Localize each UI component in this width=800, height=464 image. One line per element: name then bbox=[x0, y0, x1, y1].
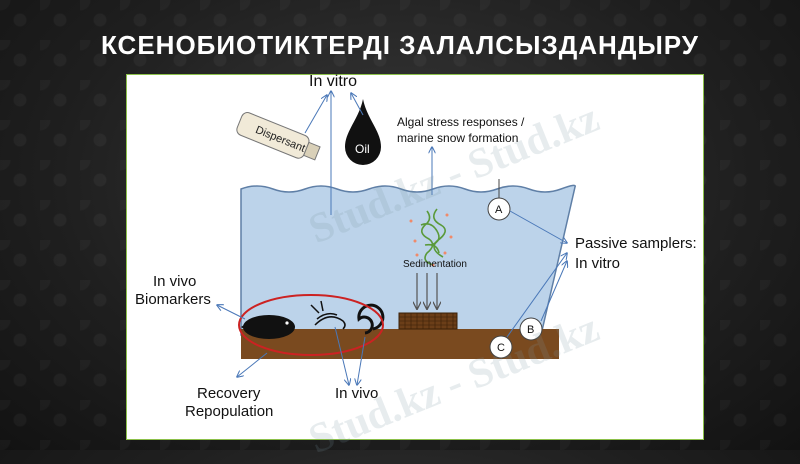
sampler-c-label: C bbox=[497, 342, 505, 354]
flatfish bbox=[241, 315, 295, 339]
oil-label: Oil bbox=[355, 142, 370, 156]
sampler-b bbox=[519, 317, 543, 341]
shrimp bbox=[310, 300, 346, 330]
in-vivo-biomarkers-label-line1: In vivo bbox=[153, 273, 197, 290]
in-vivo-biomarkers-label-line2: Biomarkers bbox=[135, 291, 211, 308]
marine-snow-particles bbox=[409, 213, 453, 267]
recovery-label-line2: Repopulation bbox=[185, 403, 274, 420]
in-vivo-bottom-label: In vivo bbox=[335, 385, 379, 402]
passive-samplers-label-line1: Passive samplers: bbox=[575, 235, 697, 252]
sampler-a-label: A bbox=[495, 204, 503, 216]
sampler-b-label: B bbox=[527, 324, 534, 336]
oil-drop bbox=[345, 99, 381, 165]
sedimentation-label: Sedimentation bbox=[403, 259, 467, 270]
sampler-a bbox=[487, 179, 511, 221]
diagram-panel: Dispersant Oil Sedimentation A B C In vi… bbox=[126, 73, 704, 440]
diagram-canvas: Dispersant Oil Sedimentation A B C bbox=[127, 75, 576, 439]
water-body bbox=[240, 184, 576, 336]
organisms-highlight bbox=[238, 294, 384, 356]
passive-samplers-label-line2: In vitro bbox=[575, 255, 621, 272]
sampler-c bbox=[489, 335, 513, 359]
algae-cluster bbox=[420, 208, 446, 266]
in-vitro-top-label: In vitro bbox=[309, 73, 358, 90]
slide-title: КСЕНОБИОТИКТЕРДІ ЗАЛАЛСЫЗДАНДЫРУ bbox=[101, 30, 699, 60]
algal-label-line1: Algal stress responses / bbox=[397, 115, 525, 129]
sediment-trap bbox=[398, 312, 458, 330]
algal-label-line2: marine snow formation bbox=[397, 131, 519, 145]
recovery-label-line1: Recovery bbox=[197, 385, 261, 402]
sedimentation-arrows bbox=[417, 273, 437, 309]
dispersant-bottle bbox=[236, 112, 321, 161]
blue-arrows bbox=[217, 91, 567, 385]
